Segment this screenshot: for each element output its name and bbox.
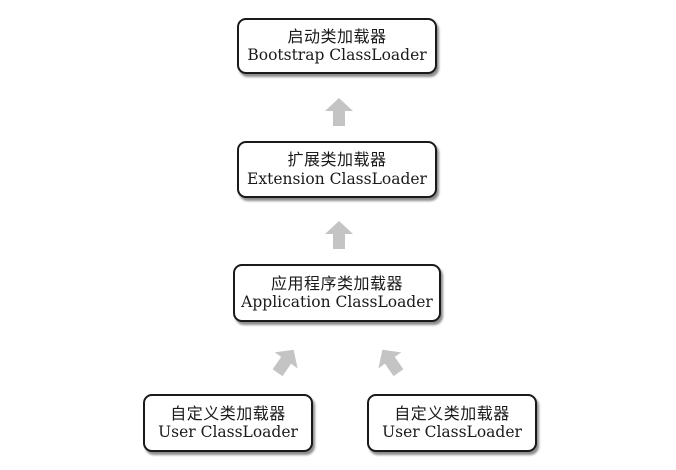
- extension-classloader-node: 扩展类加载器 Extension ClassLoader: [237, 141, 437, 198]
- extension-label-en: Extension ClassLoader: [247, 169, 427, 188]
- user-left-label-zh: 自定义类加载器: [170, 403, 286, 423]
- application-label-en: Application ClassLoader: [241, 293, 433, 312]
- arrow-extension-to-bootstrap: [325, 98, 353, 126]
- user-classloader-node-left: 自定义类加载器 User ClassLoader: [143, 394, 313, 452]
- application-label-zh: 应用程序类加载器: [270, 273, 403, 293]
- arrow-user2-to-application: [378, 349, 404, 377]
- application-classloader-node: 应用程序类加载器 Application ClassLoader: [233, 264, 441, 322]
- user-classloader-node-right: 自定义类加载器 User ClassLoader: [367, 394, 537, 452]
- bootstrap-classloader-node: 启动类加载器 Bootstrap ClassLoader: [237, 18, 437, 74]
- extension-label-zh: 扩展类加载器: [287, 150, 387, 170]
- user-right-label-en: User ClassLoader: [382, 423, 522, 442]
- user-left-label-en: User ClassLoader: [158, 423, 298, 442]
- bootstrap-label-zh: 启动类加载器: [287, 26, 387, 46]
- arrow-application-to-extension: [325, 221, 353, 249]
- arrow-user1-to-application: [272, 349, 298, 377]
- user-right-label-zh: 自定义类加载器: [394, 403, 510, 423]
- bootstrap-label-en: Bootstrap ClassLoader: [247, 46, 427, 65]
